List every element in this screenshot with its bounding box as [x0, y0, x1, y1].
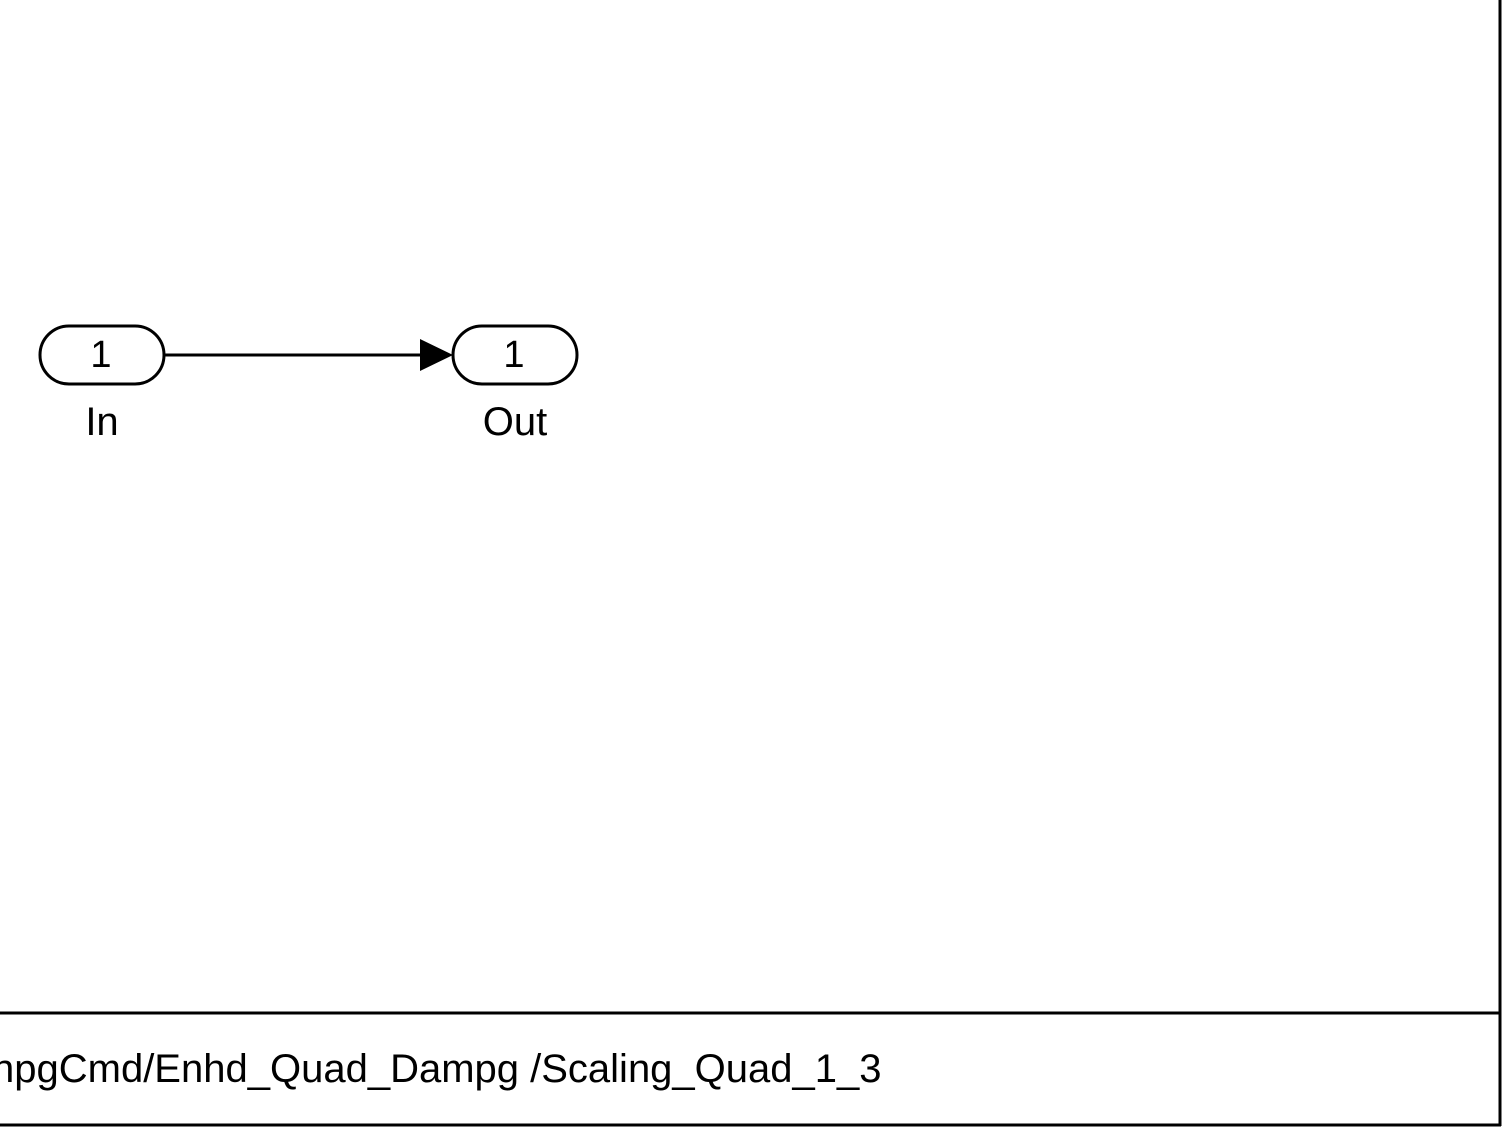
inport-shape [38, 324, 166, 386]
footer-model-path: npgCmd/Enhd_Quad_Dampg /Scaling_Quad_1_3 [0, 1047, 882, 1091]
outport-number: 1 [503, 334, 524, 376]
outport-label: Out [483, 400, 547, 444]
inport-block[interactable]: 1 [38, 324, 166, 386]
outport-shape [451, 324, 579, 386]
outport-block[interactable]: 1 [451, 324, 579, 386]
inport-number: 1 [90, 334, 111, 376]
inport-label: In [85, 400, 118, 444]
signal-arrowhead-icon [420, 339, 453, 371]
